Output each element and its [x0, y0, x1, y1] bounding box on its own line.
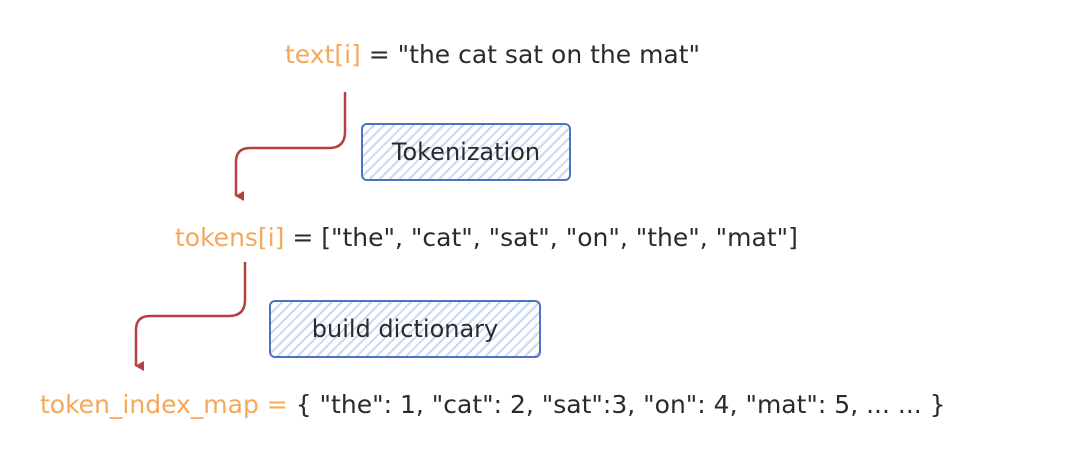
arrow-tokens-to-map [134, 262, 247, 371]
tokenization-step-box: Tokenization [361, 123, 571, 181]
tokens-variable: tokens[i] [175, 223, 285, 252]
arrow-text-to-tokens [234, 92, 347, 201]
text-line: text[i] = "the cat sat on the mat" [285, 40, 700, 70]
token-index-map-value: { "the": 1, "cat": 2, "sat":3, "on": 4, … [295, 390, 946, 419]
tokenization-label: Tokenization [391, 138, 541, 166]
text-value: = "the cat sat on the mat" [360, 40, 701, 69]
tokens-value: = ["the", "cat", "sat", "on", "the", "ma… [284, 223, 798, 252]
token-index-map-variable: token_index_map = [40, 390, 296, 419]
build-dictionary-step-box: build dictionary [269, 300, 541, 358]
token-index-map-line: token_index_map = { "the": 1, "cat": 2, … [40, 390, 946, 420]
text-variable: text[i] [285, 40, 361, 69]
tokens-line: tokens[i] = ["the", "cat", "sat", "on", … [175, 223, 798, 253]
build-dictionary-label: build dictionary [311, 315, 499, 343]
